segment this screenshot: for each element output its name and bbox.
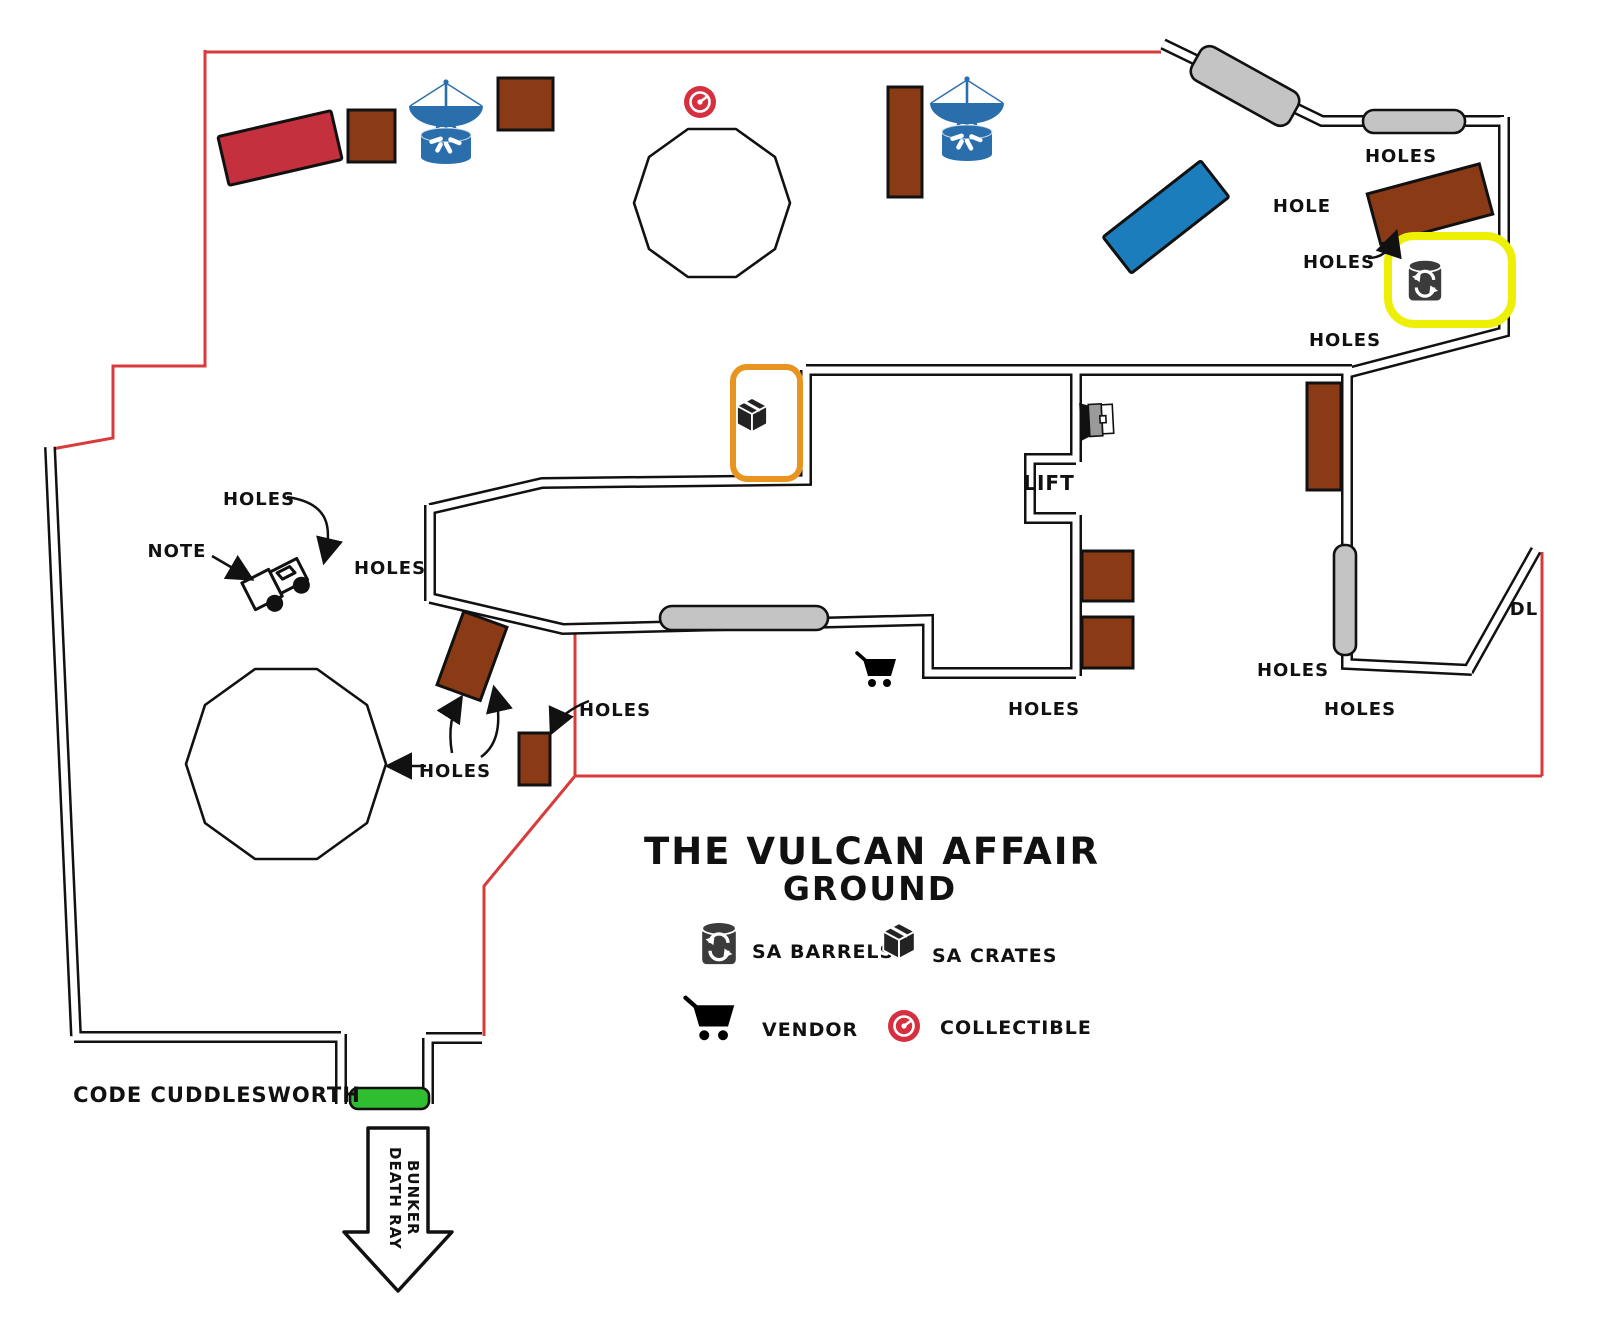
- map-labels-layer: HOLES HOLE HOLES HOLES LIFT NOTE HOLES HOLES HOL…: [73, 146, 1538, 1107]
- map-label: HOLES: [1008, 699, 1080, 720]
- brown-crate: [1080, 549, 1135, 603]
- lift-machine-icon: [1078, 400, 1115, 442]
- map-label: HOLES: [1365, 146, 1437, 167]
- map-title: THE VULCAN AFFAIR GROUND: [644, 830, 1100, 908]
- brown-crate: [346, 108, 397, 164]
- map-label: LIFT: [1023, 471, 1075, 495]
- brown-crate: [435, 609, 509, 703]
- map-label: HOLES: [354, 558, 426, 579]
- map-label: HOLES: [419, 761, 491, 782]
- legend-label: VENDOR: [762, 1019, 858, 1041]
- sa-barrels-icon: [1407, 258, 1443, 303]
- brown-crate: [1365, 162, 1495, 246]
- legend-item: COLLECTIBLE: [886, 1008, 1092, 1044]
- legend-label: SA BARRELS: [752, 941, 894, 963]
- map-label: NOTE: [148, 541, 207, 562]
- exit-arrow: DEATH RAY BUNKER: [342, 1126, 454, 1293]
- satellite-dish-icon: [407, 78, 485, 166]
- decagon-southwest: [184, 667, 388, 861]
- map-label: HOLE: [1273, 196, 1331, 217]
- map-label: DL: [1510, 599, 1538, 620]
- sa-barrels-icon: [700, 920, 738, 966]
- red-boundary-lines: [51, 50, 1544, 1036]
- vendor-icon: [855, 651, 898, 689]
- map-title-line1: THE VULCAN AFFAIR: [644, 830, 1100, 873]
- annotation-arrows: [211, 228, 1402, 780]
- collectible-icon: [682, 84, 718, 120]
- map-icon-layer: [240, 75, 1443, 689]
- sa-barrel-highlight: [1384, 232, 1516, 328]
- sa-crates-icon: [735, 396, 769, 434]
- red-container: [216, 109, 344, 187]
- map-legend: SA BARRELS SA CRATES VENDOR COLLECTIBLE: [686, 920, 1092, 1044]
- decagon-north: [632, 127, 792, 279]
- brown-crate: [1305, 381, 1343, 492]
- map-label: HOLES: [1303, 252, 1375, 273]
- blue-container: [1102, 160, 1230, 274]
- legend-item: SA CRATES: [881, 921, 1057, 967]
- exit-arrow-label-line2: BUNKER: [404, 1160, 422, 1236]
- legend-item: VENDOR: [686, 998, 858, 1041]
- legend-item: SA BARRELS: [700, 920, 894, 966]
- legend-label: COLLECTIBLE: [940, 1017, 1092, 1039]
- map-label: HOLES: [579, 700, 651, 721]
- sa-crates-icon: [881, 921, 917, 961]
- exit-arrow-label-line1: DEATH RAY: [386, 1147, 404, 1250]
- map-label: HOLES: [223, 489, 295, 510]
- truck-icon: [240, 554, 315, 621]
- map-label: CODE CUDDLESWORTH: [73, 1083, 361, 1107]
- satellite-dish-icon: [928, 75, 1006, 163]
- map-label: HOLES: [1257, 660, 1329, 681]
- entrance-door: [348, 1086, 431, 1111]
- map-obstacles: [216, 76, 1495, 787]
- hole-crossings: [658, 44, 1467, 657]
- map-label: HOLES: [1309, 330, 1381, 351]
- map-label: HOLES: [1324, 699, 1396, 720]
- brown-crate: [1080, 615, 1135, 670]
- collectible-icon: [886, 1008, 922, 1044]
- legend-label: SA CRATES: [932, 945, 1057, 967]
- map-title-line2: GROUND: [783, 869, 957, 908]
- decagon-structures: [184, 127, 792, 861]
- brown-crate: [886, 85, 924, 199]
- vendor-icon: [686, 998, 735, 1041]
- brown-crate: [496, 76, 555, 132]
- brown-crate: [517, 731, 552, 787]
